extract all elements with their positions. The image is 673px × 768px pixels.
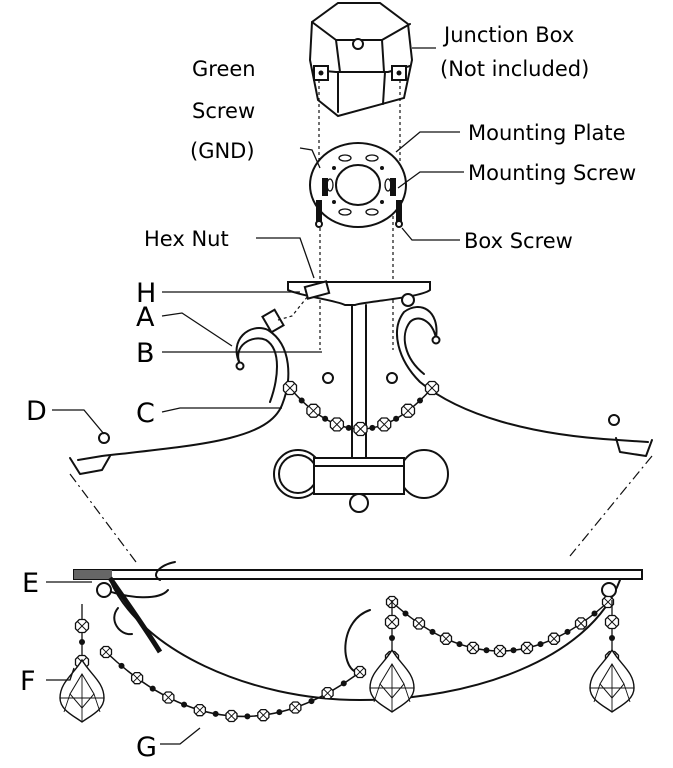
pendant-crystal bbox=[369, 648, 415, 713]
crystal-bead bbox=[384, 614, 400, 630]
crystal-bead bbox=[400, 403, 416, 418]
letter-f: F bbox=[20, 666, 36, 697]
small-bead bbox=[591, 610, 598, 617]
small-bead bbox=[609, 635, 615, 641]
crystal-bead bbox=[282, 380, 298, 396]
crystal-bead bbox=[439, 632, 453, 645]
letter-g: G bbox=[136, 732, 157, 763]
bead-b bbox=[386, 372, 398, 384]
small-bead bbox=[308, 698, 315, 705]
small-bead bbox=[402, 610, 409, 617]
small-bead bbox=[276, 709, 283, 716]
label-hex-nut: Hex Nut bbox=[144, 227, 229, 251]
small-bead bbox=[244, 713, 251, 720]
small-bead bbox=[510, 647, 517, 654]
small-bead bbox=[417, 397, 424, 404]
small-bead bbox=[79, 639, 85, 645]
crystal-bead bbox=[377, 417, 392, 432]
small-bead bbox=[369, 424, 376, 431]
crystal-bead bbox=[130, 671, 144, 685]
label-junction-box: Junction Box bbox=[442, 23, 574, 47]
pendant-crystal bbox=[589, 648, 635, 713]
label-box-screw: Box Screw bbox=[464, 229, 573, 253]
small-bead bbox=[564, 628, 571, 635]
small-bead bbox=[537, 641, 544, 648]
small-bead bbox=[345, 424, 352, 431]
letter-c: C bbox=[136, 398, 155, 429]
crystal-bead bbox=[466, 641, 480, 655]
crystal-bead bbox=[353, 421, 368, 437]
crystal-bead bbox=[321, 686, 334, 700]
small-bead bbox=[149, 685, 156, 692]
crystal-chain-g bbox=[99, 595, 615, 723]
glass-bowl bbox=[73, 561, 643, 701]
small-bead bbox=[118, 662, 125, 669]
center-body bbox=[273, 449, 449, 513]
projection-line bbox=[69, 473, 137, 563]
canopy bbox=[287, 280, 431, 307]
bead-b bbox=[322, 372, 334, 384]
crystal-bead bbox=[99, 645, 113, 659]
crystal-bead bbox=[574, 617, 588, 630]
label-mounting-plate: Mounting Plate bbox=[468, 121, 626, 145]
crystal-bead bbox=[547, 632, 561, 645]
letter-h: H bbox=[136, 278, 156, 309]
small-bead bbox=[181, 701, 188, 708]
small-bead bbox=[340, 680, 347, 687]
crystal-pendants bbox=[59, 600, 635, 723]
label-green: Green bbox=[192, 57, 256, 81]
bulb-socket-d bbox=[98, 432, 110, 444]
projection-line bbox=[569, 455, 653, 557]
pendant-crystal bbox=[59, 658, 105, 723]
crystal-bead bbox=[493, 644, 507, 658]
crystal-bead bbox=[162, 691, 175, 704]
label-screw: Screw bbox=[192, 99, 255, 123]
junction-box bbox=[308, 2, 414, 118]
crystal-bead bbox=[329, 417, 345, 432]
crystal-bead bbox=[289, 701, 302, 714]
letter-d: D bbox=[26, 396, 47, 427]
label-not-included: (Not included) bbox=[440, 57, 589, 81]
letter-a: A bbox=[136, 302, 155, 333]
crystal-bead bbox=[424, 380, 440, 396]
crystal-bead bbox=[74, 618, 90, 634]
arm-left bbox=[69, 295, 309, 475]
label-mounting-screw: Mounting Screw bbox=[468, 161, 636, 185]
small-bead bbox=[389, 635, 395, 641]
crystal-bead bbox=[225, 709, 238, 723]
crystal-bead bbox=[604, 614, 620, 630]
crystal-bead bbox=[353, 665, 367, 679]
small-bead bbox=[456, 641, 463, 648]
leader-lines bbox=[46, 47, 464, 745]
small-bead bbox=[322, 415, 329, 422]
arm-right bbox=[396, 306, 653, 457]
crystal-chain-c bbox=[282, 380, 440, 437]
crystal-bead bbox=[257, 708, 270, 722]
small-bead bbox=[393, 415, 400, 422]
letter-b: B bbox=[136, 338, 155, 369]
small-bead bbox=[212, 710, 219, 717]
small-bead bbox=[483, 647, 490, 654]
small-bead bbox=[429, 628, 436, 635]
crystal-bead bbox=[412, 617, 426, 630]
letter-e: E bbox=[22, 568, 39, 599]
crystal-bead bbox=[306, 403, 321, 418]
mounting-plate bbox=[309, 142, 407, 228]
crystal-bead bbox=[601, 595, 615, 609]
mounting-screws bbox=[315, 178, 403, 228]
crystal-bead bbox=[193, 703, 207, 717]
crystal-bead bbox=[520, 641, 534, 655]
small-bead bbox=[298, 397, 305, 404]
label-gnd: (GND) bbox=[190, 139, 255, 163]
